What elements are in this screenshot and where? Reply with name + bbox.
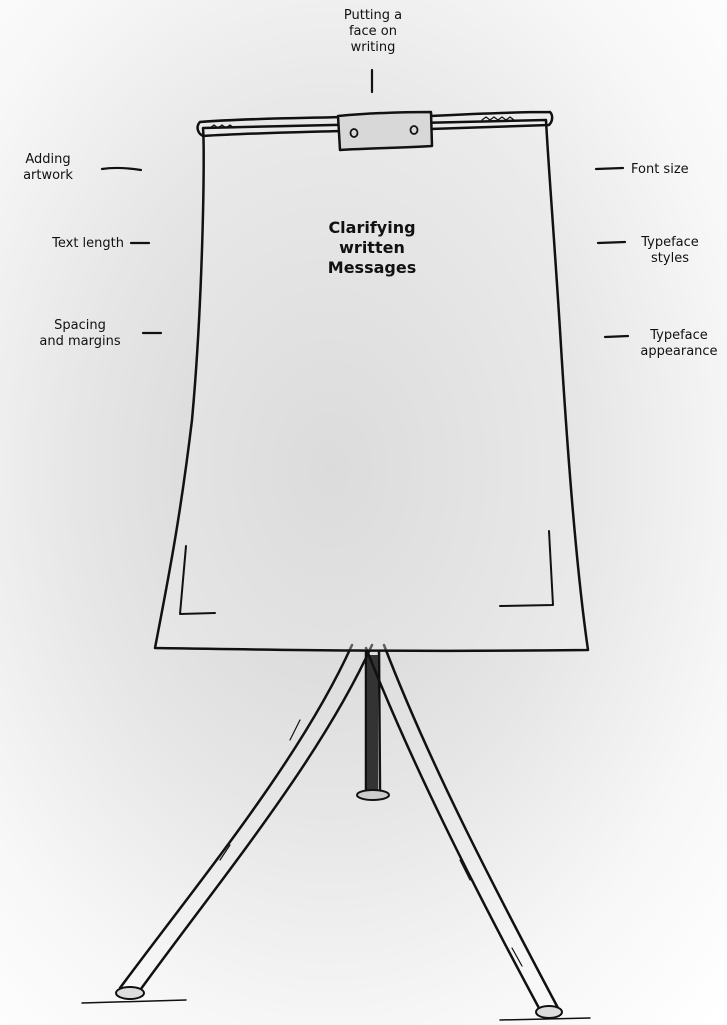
label-right-1: Font size: [631, 162, 725, 178]
flipchart-title: Clarifying written Messages: [282, 218, 462, 278]
label-left-2: Text length: [10, 236, 124, 252]
right-leg-foot: [536, 1006, 562, 1018]
right-pointer-3: [605, 336, 628, 337]
left-pointer-1: [102, 168, 141, 170]
right-floor-line: [500, 1018, 590, 1020]
label-right-2: Typeface styles: [625, 235, 715, 267]
tripod-right-leg: [366, 645, 558, 1010]
label-right-3: Typeface appearance: [632, 328, 726, 360]
left-leg-foot: [116, 987, 144, 999]
back-leg-foot: [357, 790, 389, 800]
rail-scribble-right: [482, 117, 514, 120]
label-left-3: Spacing and margins: [20, 318, 140, 350]
right-pointer-1: [596, 168, 623, 169]
tripod-left-leg: [120, 645, 372, 993]
flipchart-paper: [155, 120, 588, 651]
label-left-1: Adding artwork: [0, 152, 96, 184]
label-top: Putting a face on writing: [318, 8, 428, 56]
left-floor-line: [82, 1000, 186, 1003]
right-pointer-2: [598, 242, 625, 243]
